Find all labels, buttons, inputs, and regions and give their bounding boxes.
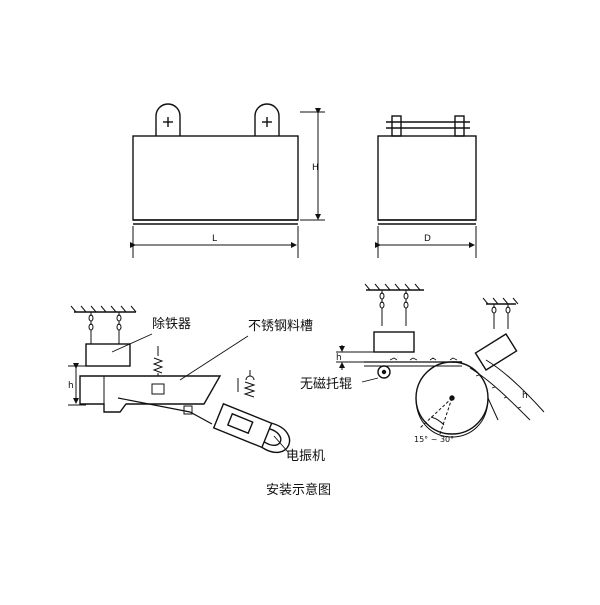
angle-label: 15° ~ 30° bbox=[414, 435, 454, 444]
front-view bbox=[130, 103, 325, 258]
magnet-body-front bbox=[132, 135, 299, 221]
iron-remover-magnet-2 bbox=[373, 331, 415, 353]
non-magnetic-roller bbox=[377, 365, 391, 379]
label-stainless-trough: 不锈钢料槽 bbox=[248, 319, 313, 334]
diagram-caption: 安装示意图 bbox=[266, 482, 331, 498]
stainless-trough bbox=[79, 375, 222, 413]
install-view-belt bbox=[336, 283, 545, 438]
side-view bbox=[375, 115, 477, 258]
electric-vibrator-body bbox=[212, 402, 291, 454]
depth-dim-label: D bbox=[424, 234, 431, 244]
height-dim-label: H bbox=[312, 163, 319, 173]
lifting-lug-right bbox=[254, 103, 280, 136]
label-electric-vibrator: 电振机 bbox=[286, 449, 325, 464]
iron-remover-inclined bbox=[474, 333, 518, 371]
gap-dim-label-right: h bbox=[336, 353, 342, 363]
install-view-trough bbox=[68, 305, 291, 454]
lifting-lug-left bbox=[155, 103, 181, 136]
iron-remover-magnet bbox=[85, 343, 131, 367]
label-iron-remover: 除铁器 bbox=[152, 317, 191, 332]
label-non-magnetic-roller: 无磁托辊 bbox=[300, 377, 352, 392]
length-dim-label: L bbox=[212, 234, 217, 244]
gap-dim-label-left: h bbox=[68, 381, 74, 391]
magnet-body-side bbox=[377, 135, 477, 221]
incline-dim-label: h bbox=[522, 391, 528, 401]
